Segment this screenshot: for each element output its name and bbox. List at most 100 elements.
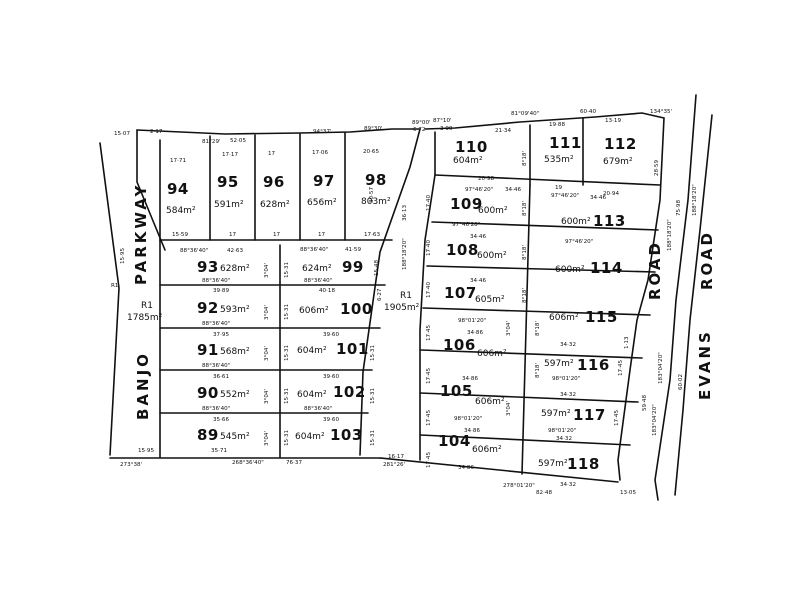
- dimension-label: 6·27: [377, 288, 383, 301]
- lot-number: 106: [443, 336, 476, 354]
- dimension-label: 3°04': [264, 431, 270, 446]
- lot-area: 597m²: [538, 459, 568, 469]
- dimension-label: 15·95: [120, 248, 126, 264]
- dimension-label: 39·60: [323, 374, 339, 380]
- lot-area: 624m²: [302, 264, 332, 274]
- dimension-label: 89°30': [364, 126, 383, 132]
- dimension-label: 30·57: [369, 187, 375, 203]
- dimension-label: 28·59: [654, 160, 660, 176]
- lot-number: 115: [585, 308, 618, 326]
- dimension-label: 6·72: [413, 127, 425, 133]
- dimension-label: 21·34: [495, 128, 511, 134]
- dimension-label: 17·40: [426, 282, 432, 298]
- dimension-label: 1·13: [624, 336, 630, 349]
- dimension-label: 88°36'40": [202, 278, 231, 284]
- dimension-label: 188°18'20": [402, 238, 408, 270]
- lot-number: 99: [342, 258, 364, 276]
- lot-number: 107: [444, 284, 477, 302]
- dimension-label: 183°04'20": [658, 352, 664, 384]
- dimension-label: 15·31: [370, 388, 376, 404]
- lot-number: 103: [330, 426, 363, 444]
- lot-number: 91: [197, 341, 219, 359]
- dimension-label: 8°18': [522, 245, 528, 260]
- dimension-label: 97°46'20": [465, 187, 494, 193]
- dimension-label: 17·45: [426, 325, 432, 341]
- dimension-label: 134°35': [650, 109, 672, 115]
- lot-number: 117: [573, 406, 606, 424]
- dimension-label: 3°04': [264, 346, 270, 361]
- dimension-label: 8°18': [535, 321, 541, 336]
- dimension-label: 98°01'20": [454, 416, 483, 422]
- dimension-label: 17: [229, 232, 237, 238]
- dimension-label: 98°01'20": [458, 318, 487, 324]
- dimension-label: 60·02: [678, 374, 684, 390]
- reserve-area: 1905m²: [384, 303, 420, 313]
- dimension-label: 34·46: [505, 187, 521, 193]
- reserves: R1 1785m² R1 1905m²: [127, 291, 420, 323]
- lot-area: 656m²: [307, 198, 337, 208]
- dimension-label: 39·60: [323, 417, 339, 423]
- dimension-label: 13·19: [605, 118, 621, 124]
- dimension-label: 41·59: [345, 247, 361, 253]
- dimension-label: 20·98: [478, 176, 494, 182]
- dimension-label: 3°04': [506, 401, 512, 416]
- dimension-label: 17: [268, 151, 276, 157]
- lot-area: 606m²: [549, 313, 579, 323]
- dimension-label: 13·05: [620, 490, 636, 496]
- dimension-label: 60·40: [580, 109, 596, 115]
- lot-number: 114: [590, 259, 623, 277]
- dimension-label: 15·31: [284, 388, 290, 404]
- dimension-label: 3°04': [264, 263, 270, 278]
- dimension-label: 3°04': [264, 305, 270, 320]
- dimension-label: 15·07: [114, 131, 130, 137]
- dimension-label: 3·90: [440, 126, 453, 132]
- dimension-label: 88°36'40": [304, 278, 333, 284]
- lot-number: 108: [446, 241, 479, 259]
- dimension-label: 3°04': [264, 389, 270, 404]
- lot-number: 105: [440, 382, 473, 400]
- dimension-label: 34·46: [470, 234, 486, 240]
- lot-area: 606m²: [475, 397, 505, 407]
- road-name-banjo: BANJO: [134, 351, 152, 420]
- lot-number: 92: [197, 299, 219, 317]
- lot-area: 606m²: [299, 306, 329, 316]
- dimension-label: 98°01'20": [552, 376, 581, 382]
- dimension-label: 8°18': [535, 363, 541, 378]
- reserve-label: R1: [400, 291, 412, 301]
- lot-area: 606m²: [477, 349, 507, 359]
- lot-area: 593m²: [220, 305, 250, 315]
- dimension-label: 40·18: [319, 288, 335, 294]
- road-name-evans: EVANS: [696, 329, 714, 400]
- lot-area: 552m²: [220, 390, 250, 400]
- dimension-label: 89°00': [412, 120, 431, 126]
- reserve-label: R1: [141, 301, 153, 311]
- dimension-label: 34·32: [560, 342, 576, 348]
- lot-area: 600m²: [555, 265, 585, 275]
- lot-area: 628m²: [260, 200, 290, 210]
- dimension-label: R1: [111, 283, 119, 289]
- dimension-label: 36·13: [402, 205, 408, 221]
- dimension-label: 88°36'40": [202, 363, 231, 369]
- dimension-label: 35·66: [213, 417, 229, 423]
- dimension-label: 52·05: [230, 138, 246, 144]
- lot-number: 90: [197, 384, 219, 402]
- east-lot-lines: [419, 117, 661, 475]
- lot-number: 116: [577, 356, 610, 374]
- dimension-label: 188°18'20": [692, 184, 698, 216]
- dimension-label: 82·48: [536, 490, 552, 496]
- lot-number: 93: [197, 258, 219, 276]
- dimension-label: 20·65: [363, 149, 379, 155]
- dimension-label: 88°36'40": [300, 247, 329, 253]
- dimension-label: 17·45: [426, 452, 432, 468]
- dimension-label: 17·63: [364, 232, 380, 238]
- lot-area: 604m²: [453, 156, 483, 166]
- dimension-label: 268°36'40": [232, 460, 264, 466]
- dimension-label: 188°18'20": [667, 219, 673, 251]
- dimension-label: 17·71: [170, 158, 186, 164]
- dimension-label: 34·86: [467, 330, 483, 336]
- dimension-label: 3°04': [506, 321, 512, 336]
- dimension-label: 39·60: [323, 332, 339, 338]
- dimension-label: 97°46'20": [565, 239, 594, 245]
- dimension-label: 15·48: [374, 260, 380, 276]
